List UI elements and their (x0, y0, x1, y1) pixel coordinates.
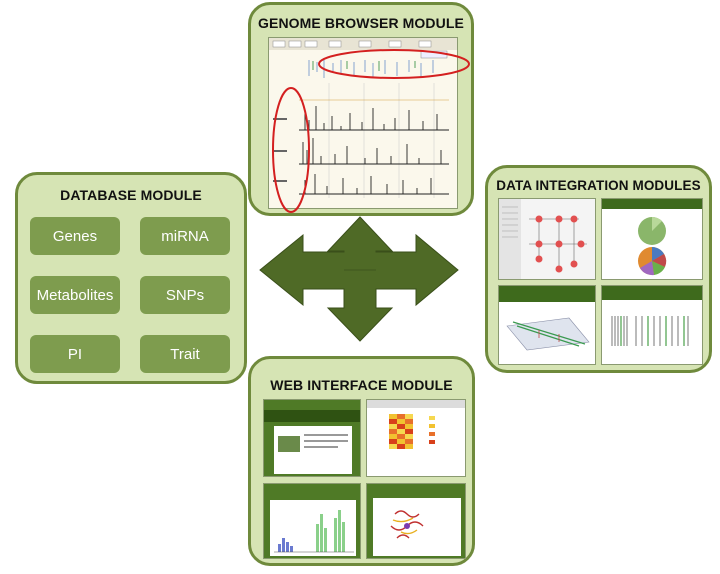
db-item-trait: Trait (140, 335, 230, 373)
sequence-table-graphic (611, 316, 689, 346)
data-integration-module-title: DATA INTEGRATION MODULES (496, 178, 701, 193)
db-item-genes: Genes (30, 217, 120, 255)
alignment-view-graphic (506, 317, 590, 351)
web-interface-module-panel: WEB INTERFACE MODULE (248, 356, 475, 566)
genome-browser-screenshot (268, 37, 458, 209)
highlight-overlay (272, 49, 470, 213)
db-item-mirna: miRNA (140, 217, 230, 255)
pie-charts-graphic (638, 216, 667, 276)
db-item-snps: SNPs (140, 276, 230, 314)
database-module-panel: DATABASE MODULE Genes miRNA Metabolites … (15, 172, 247, 384)
annotation-track-highlight (318, 49, 470, 79)
genome-browser-tracks (269, 38, 457, 198)
pie-charts-screenshot (601, 198, 703, 280)
db-item-pi: PI (30, 335, 120, 373)
home-page-screenshot (263, 399, 361, 477)
four-way-arrow-shape (259, 216, 459, 342)
web-interface-module-title: WEB INTERFACE MODULE (270, 377, 453, 393)
track-label-highlight (272, 87, 310, 213)
genome-browser-module-title: GENOME BROWSER MODULE (258, 15, 464, 31)
genome-browser-module-panel: GENOME BROWSER MODULE (248, 2, 474, 216)
pathway-map-graphic (499, 199, 587, 279)
molecule-page-screenshot (366, 483, 466, 559)
sequence-table-screenshot (601, 285, 703, 365)
chart-page-screenshot (263, 483, 361, 559)
pathway-map-screenshot (498, 198, 596, 280)
chart-page-graphic (274, 510, 354, 553)
heatmap-graphic (367, 400, 465, 449)
heatmap-page-screenshot (366, 399, 466, 477)
data-integration-module-panel: DATA INTEGRATION MODULES (485, 165, 712, 373)
molecule-graphic (390, 510, 424, 539)
db-item-metabolites: Metabolites (30, 276, 120, 314)
database-module-title: DATABASE MODULE (60, 187, 202, 203)
alignment-view-screenshot (498, 285, 596, 365)
